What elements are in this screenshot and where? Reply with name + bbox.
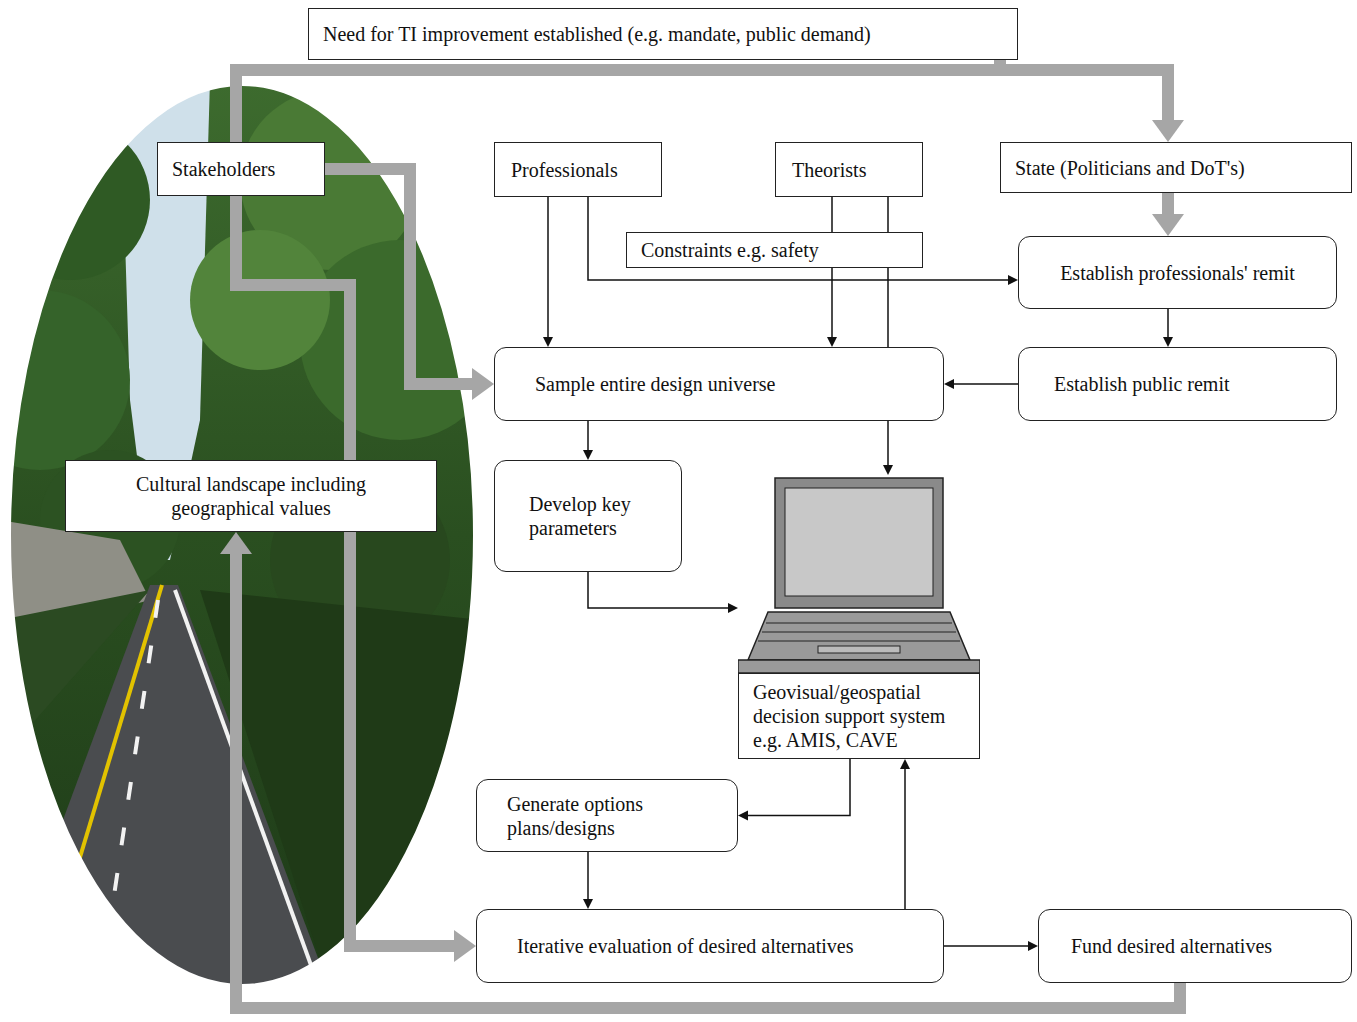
box-label: Establish public remit: [1054, 372, 1324, 396]
box-label: Professionals: [511, 158, 653, 182]
connector-arrow: [738, 759, 850, 821]
box-label: Develop key parameters: [529, 492, 671, 540]
connector-arrow: [827, 197, 837, 347]
process-box: Professionals: [494, 142, 662, 197]
box-label: Fund desired alternatives: [1071, 934, 1339, 958]
box-label: Geovisual/geospatial decision support sy…: [738, 673, 980, 759]
flow-arrow: [220, 532, 1180, 1008]
box-label: Sample entire design universe: [535, 372, 931, 396]
process-box: Sample entire design universe: [494, 347, 944, 421]
connector-arrow: [583, 852, 593, 909]
connector-arrow: [588, 572, 738, 613]
process-box: Need for TI improvement established (e.g…: [308, 8, 1018, 60]
process-box: Theorists: [775, 142, 923, 197]
process-box: Iterative evaluation of desired alternat…: [476, 909, 944, 983]
flow-arrow: [1152, 193, 1184, 236]
process-box: Generate options plans/designs: [476, 779, 738, 852]
box-label: Theorists: [792, 158, 914, 182]
connector-arrow: [1163, 309, 1173, 347]
connector-arrow: [588, 197, 1018, 285]
box-label: Need for TI improvement established (e.g…: [323, 22, 1003, 46]
process-box: State (Politicians and DoT's): [1000, 142, 1352, 193]
connector-arrow: [583, 421, 593, 460]
laptop-icon: [738, 475, 980, 673]
decision-support-system: Geovisual/geospatial decision support sy…: [738, 475, 980, 759]
box-label: Constraints e.g. safety: [641, 238, 914, 262]
process-box: Develop key parameters: [494, 460, 682, 572]
box-label: Generate options plans/designs: [507, 792, 677, 840]
process-box: Constraints e.g. safety: [626, 232, 923, 268]
process-box: Fund desired alternatives: [1038, 909, 1352, 983]
connector-arrow: [543, 197, 553, 347]
connector-arrow: [944, 379, 1018, 389]
connector-arrow: [944, 941, 1038, 951]
process-box: Establish public remit: [1018, 347, 1337, 421]
box-label: Stakeholders: [172, 157, 316, 181]
flow-arrow: [1000, 60, 1184, 142]
box-label: Iterative evaluation of desired alternat…: [517, 934, 931, 958]
process-box: Stakeholders: [157, 142, 325, 196]
process-box: Establish professionals' remit: [1018, 236, 1337, 309]
box-label: State (Politicians and DoT's): [1015, 156, 1343, 180]
flow-arrow: [236, 196, 476, 962]
process-box: Cultural landscape including geographica…: [65, 460, 437, 532]
box-label: Establish professionals' remit: [1031, 261, 1324, 285]
connector-arrow: [900, 759, 910, 909]
box-label: Cultural landscape including geographica…: [86, 472, 416, 520]
